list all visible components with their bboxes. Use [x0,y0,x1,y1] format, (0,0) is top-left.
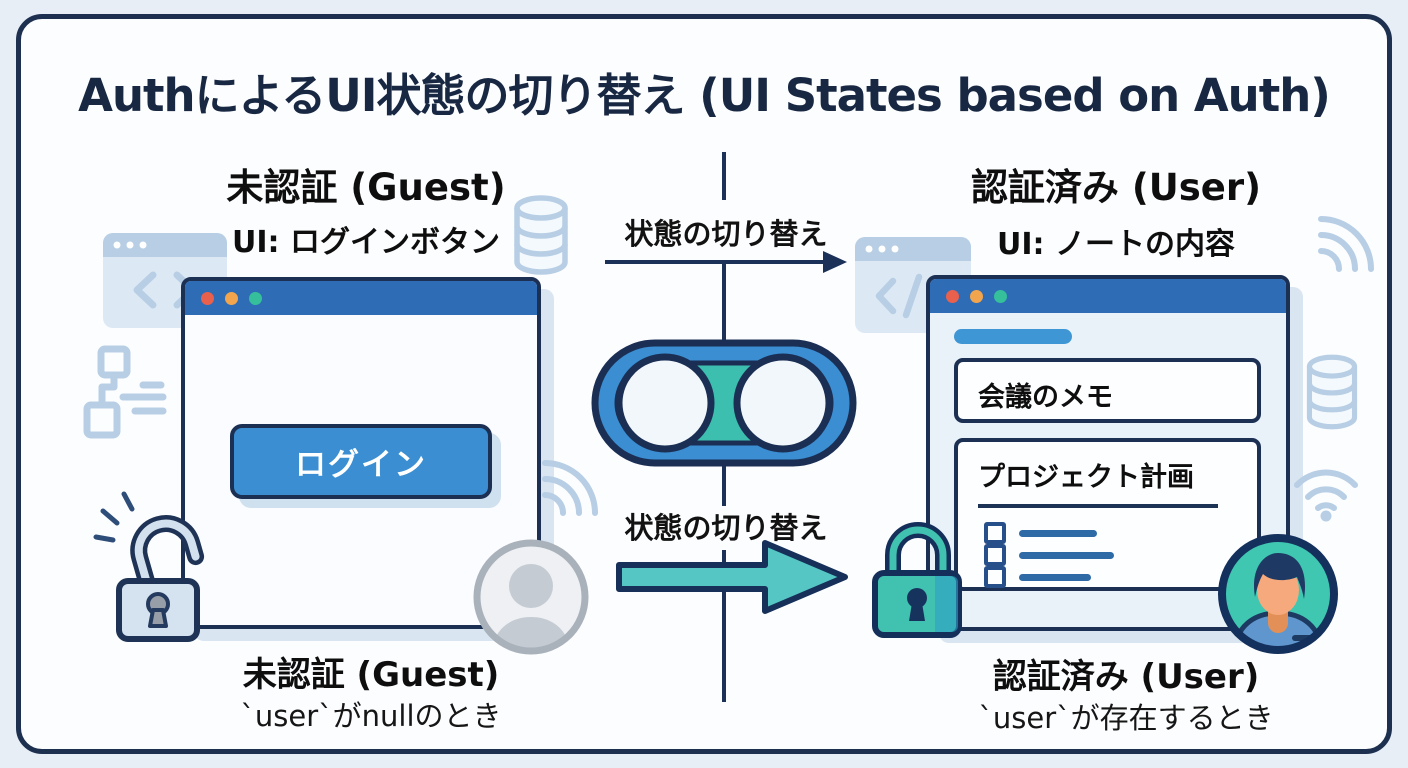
note-list-item[interactable]: プロジェクト計画 [954,438,1261,591]
maximize-window-icon [249,291,262,305]
maximize-window-icon [994,289,1007,303]
divider-line [978,504,1218,508]
state-switch-label-bottom: 状態の切り替え [624,511,828,545]
checkbox-icon[interactable] [984,566,1006,588]
user-browser-window: 会議のメモ プロジェクト計画 [926,275,1290,631]
text-line-placeholder [1019,551,1114,559]
user-caption-heading: 認証済み (User) [992,657,1260,697]
user-caption-condition: `user`が存在するとき [978,701,1274,735]
state-switch-label-top: 状態の切り替え [624,217,828,251]
wifi-icon [1318,216,1374,272]
todo-item [984,522,1097,544]
user-avatar-icon [1218,534,1338,654]
guest-window-titlebar [185,281,537,319]
user-window-titlebar [930,279,1286,317]
close-window-icon [201,291,214,305]
lock-open-icon [93,491,205,642]
guest-caption-condition: `user`がnullのとき [240,699,502,733]
divider-line [722,262,726,344]
guest-ui-subheading: UI: ログインボタン [232,225,500,260]
user-window-body: 会議のメモ プロジェクト計画 [930,313,1286,627]
lock-closed-icon [872,522,962,638]
sitemap-icon [83,345,167,439]
diagram-card: AuthによるUI状態の切り替え (UI States based on Aut… [16,14,1392,754]
login-button[interactable]: ログイン [230,424,492,499]
minimize-window-icon [970,289,983,303]
user-state-heading: 認証済み (User) [970,166,1262,209]
note-list-item[interactable]: 会議のメモ [954,358,1261,423]
todo-item [984,566,1091,588]
close-window-icon [946,289,959,303]
wifi-icon [542,460,598,516]
divider-line [722,466,726,506]
page-title: AuthによるUI状態の切り替え (UI States based on Aut… [78,69,1331,122]
page-title-placeholder [954,329,1072,344]
database-icon [514,195,568,275]
checkbox-icon[interactable] [984,544,1006,566]
arrow-right-icon [605,251,847,273]
divider-line [722,152,726,200]
minimize-window-icon [225,291,238,305]
guest-avatar-icon [473,539,589,655]
divider-line [722,550,726,702]
guest-window-body: ログイン [185,315,537,625]
todo-item [984,544,1114,566]
guest-browser-window: ログイン [181,277,541,629]
database-icon [1306,354,1358,430]
text-line-placeholder [1019,573,1091,581]
checkbox-icon[interactable] [984,522,1006,544]
user-ui-subheading: UI: ノートの内容 [997,227,1235,262]
toggle-switch-icon[interactable] [591,339,857,467]
guest-caption-heading: 未認証 (Guest) [242,655,500,695]
wifi-icon [1294,469,1358,522]
bold-arrow-right-icon [616,540,848,614]
note-title: 会議のメモ [978,382,1113,413]
guest-state-heading: 未認証 (Guest) [226,166,506,209]
note-title: プロジェクト計画 [978,462,1194,493]
text-line-placeholder [1019,529,1097,537]
